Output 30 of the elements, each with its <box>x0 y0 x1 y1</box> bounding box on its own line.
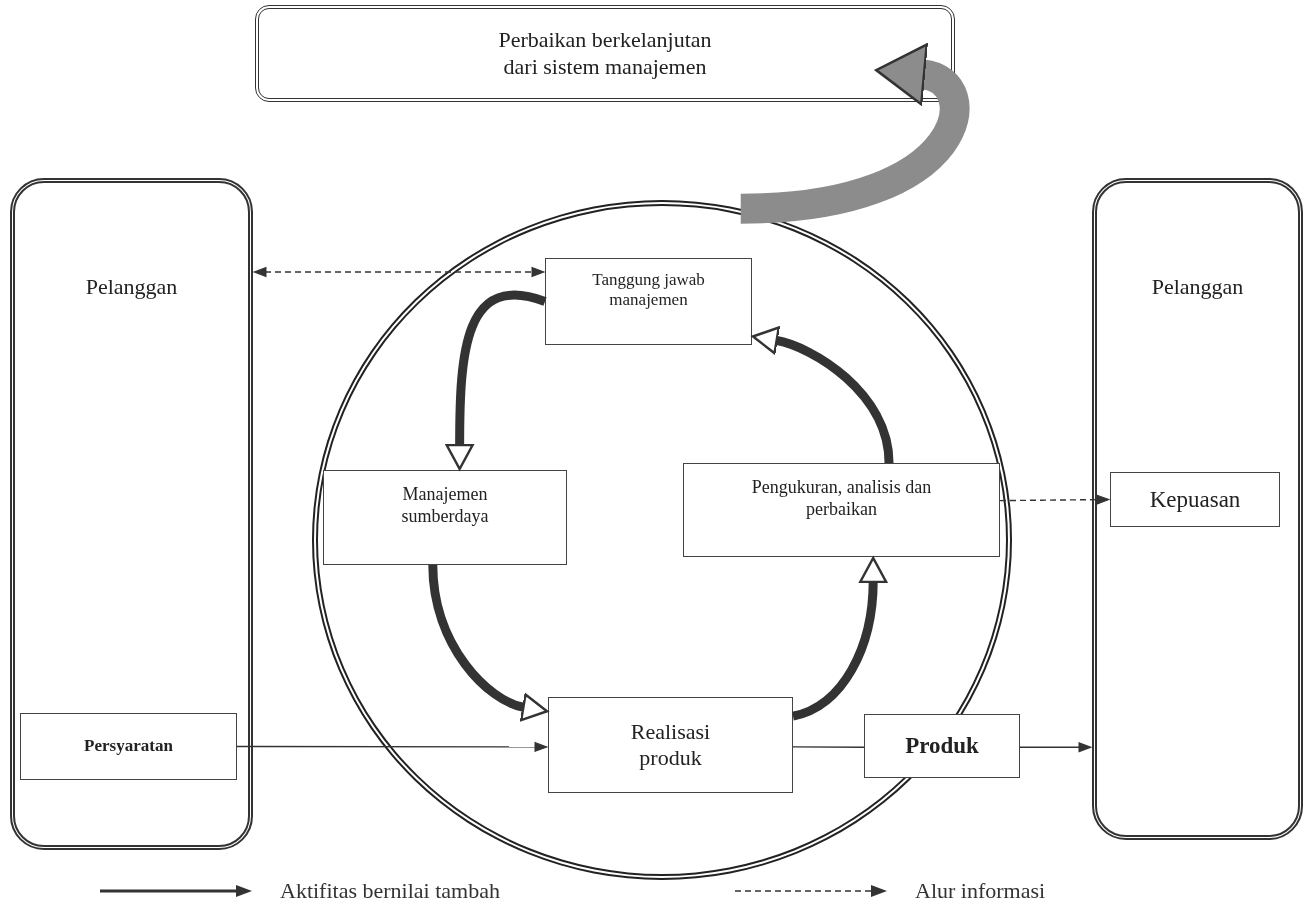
node-label: Realisasi produk <box>629 718 712 772</box>
process-box <box>1110 472 1280 527</box>
process-box <box>20 713 237 780</box>
curved-block-arrow <box>752 326 894 464</box>
node-label: Persyaratan <box>84 736 173 757</box>
dashed-arrow <box>999 494 1110 505</box>
process-box <box>548 697 793 793</box>
node-label: Pelanggan <box>85 274 178 301</box>
arrow <box>236 741 548 752</box>
node-label: Kepuasan <box>1149 485 1241 514</box>
connector-line <box>792 746 865 748</box>
process-box <box>323 470 567 565</box>
customer-panel <box>1092 178 1303 840</box>
curved-block-arrow <box>428 564 548 721</box>
process-box <box>545 258 752 345</box>
node-label: Tanggung jawab manajemen <box>591 270 706 311</box>
customer-panel <box>10 178 253 850</box>
node-label: Produk <box>905 732 979 760</box>
legend-text: Aktifitas bernilai tambah <box>280 878 500 904</box>
process-box <box>683 463 1000 557</box>
arrow <box>1019 742 1092 753</box>
curved-block-arrow <box>445 290 547 471</box>
improvement-banner <box>255 5 955 102</box>
curved-block-arrow <box>791 556 888 721</box>
node-label: Pelanggan <box>1151 274 1244 301</box>
node-label: Pengukuran, analisis dan perbaikan <box>750 477 933 521</box>
legend-text: Alur informasi <box>915 878 1046 904</box>
node-label: Manajemen sumberdaya <box>400 484 490 528</box>
dashed-arrow <box>253 266 545 278</box>
node-label: Perbaikan berkelanjutan dari sistem manajemen <box>497 27 713 80</box>
